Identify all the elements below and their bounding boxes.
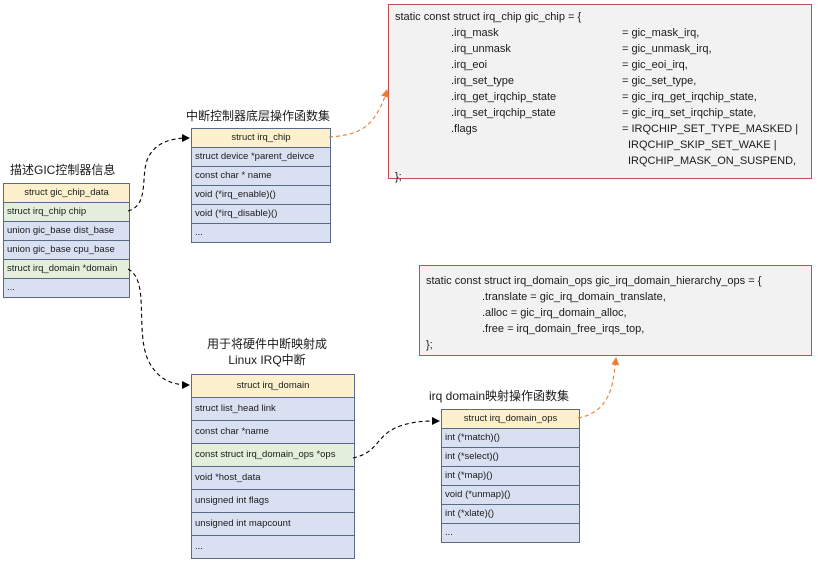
struct-field: int (*xlate)() [442, 504, 579, 523]
struct-field: int (*map)() [442, 466, 579, 485]
struct-field: void (*irq_enable)() [192, 185, 330, 204]
code-field: .irq_unmask [451, 43, 511, 55]
struct-field: struct irq_chip chip [4, 202, 129, 221]
struct-field: unsigned int mapcount [192, 512, 354, 535]
struct-field: struct list_head link [192, 397, 354, 420]
code-field: .irq_set_type [451, 75, 514, 87]
struct-field: union gic_base dist_base [4, 221, 129, 240]
struct-field: struct irq_domain *domain [4, 259, 129, 278]
struct-title: struct irq_chip [192, 129, 330, 147]
domain-ops-code-box: static const struct irq_domain_ops gic_i… [419, 265, 812, 356]
code-value: = gic_irq_set_irqchip_state, [622, 107, 757, 119]
code-value: IRQCHIP_MASK_ON_SUSPEND, [628, 155, 797, 167]
struct-field: ... [192, 535, 354, 558]
code-field: .irq_eoi [451, 59, 488, 71]
code-line: }; [395, 171, 402, 183]
struct-title: struct irq_domain_ops [442, 410, 579, 428]
gic-chip-data-struct: struct gic_chip_data struct irq_chip chi… [3, 183, 130, 298]
chip-to-irq-chip-arrow [127, 134, 190, 212]
code-value: IRQCHIP_SKIP_SET_WAKE | [628, 139, 777, 151]
irq-domain-ops-struct: struct irq_domain_ops int (*match)() int… [441, 409, 580, 543]
irq-domain-caption-line1: 用于将硬件中断映射成 [206, 337, 328, 351]
domain-ops-to-code-arrow [577, 357, 620, 419]
code-value: = gic_set_type, [622, 75, 697, 87]
struct-field: ... [192, 223, 330, 242]
struct-title: struct irq_domain [192, 375, 354, 397]
irq-domain-caption-line2: Linux IRQ中断 [228, 353, 306, 367]
irq-domain-struct: struct irq_domain struct list_head link … [191, 374, 355, 559]
gic-chip-code-box: static const struct irq_chip gic_chip = … [388, 4, 812, 183]
code-line: .translate = gic_irq_domain_translate, [482, 291, 666, 303]
struct-field: const char *name [192, 420, 354, 443]
code-line: .free = irq_domain_free_irqs_top, [482, 323, 645, 335]
code-line: }; [426, 339, 433, 351]
irq-chip-caption: 中断控制器底层操作函数集 [186, 109, 331, 123]
struct-field: struct device *parent_deivce [192, 147, 330, 166]
domain-to-irq-domain-arrow [127, 268, 190, 389]
struct-field: union gic_base cpu_base [4, 240, 129, 259]
code-field: .irq_set_irqchip_state [451, 107, 556, 119]
ops-to-irq-domain-ops-arrow [352, 417, 440, 459]
struct-field: int (*select)() [442, 447, 579, 466]
gic-chip-data-caption: 描述GIC控制器信息 [10, 163, 116, 177]
code-line: .alloc = gic_irq_domain_alloc, [482, 307, 627, 319]
struct-field: ... [442, 523, 579, 542]
struct-field: const struct irq_domain_ops *ops [192, 443, 354, 466]
code-field: .flags [451, 123, 478, 135]
code-field: .irq_mask [451, 27, 499, 39]
code-field: .irq_get_irqchip_state [451, 91, 557, 103]
struct-field: const char * name [192, 166, 330, 185]
code-line: static const struct irq_chip gic_chip = … [395, 11, 582, 23]
irq-chip-struct: struct irq_chip struct device *parent_de… [191, 128, 331, 243]
struct-field: unsigned int flags [192, 489, 354, 512]
code-value: = gic_irq_get_irqchip_state, [622, 91, 757, 103]
irq-chip-to-gic-chip-code-arrow [328, 89, 389, 138]
code-value: = IRQCHIP_SET_TYPE_MASKED | [622, 123, 799, 135]
code-value: = gic_mask_irq, [622, 27, 700, 39]
struct-field: ... [4, 278, 129, 297]
code-value: = gic_eoi_irq, [622, 59, 688, 71]
struct-field: void *host_data [192, 466, 354, 489]
struct-field: void (*irq_disable)() [192, 204, 330, 223]
struct-field: int (*match)() [442, 428, 579, 447]
code-line: static const struct irq_domain_ops gic_i… [426, 275, 762, 287]
code-value: = gic_unmask_irq, [622, 43, 712, 55]
irq-domain-ops-caption: irq domain映射操作函数集 [429, 389, 570, 403]
struct-field: void (*unmap)() [442, 485, 579, 504]
struct-title: struct gic_chip_data [4, 184, 129, 202]
